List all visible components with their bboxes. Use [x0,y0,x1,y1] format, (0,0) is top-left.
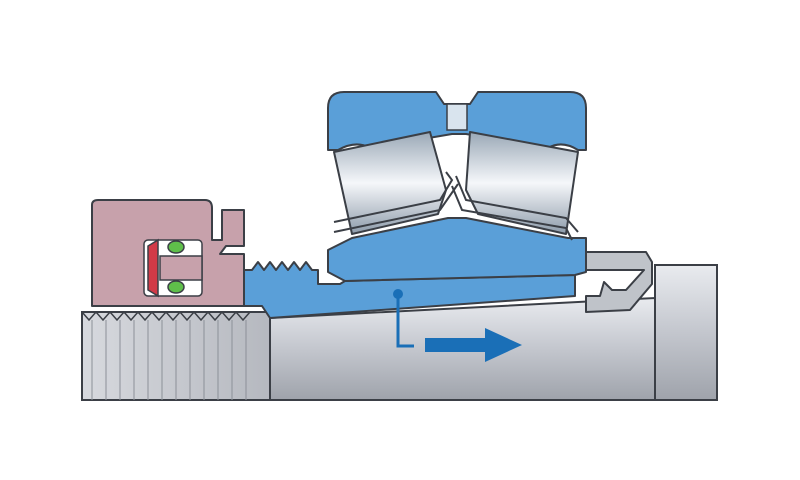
piston [159,255,203,281]
roller-right [465,131,579,235]
bearing-inner-ring [327,217,587,282]
drive-direction-arrow [425,328,522,362]
o-ring-bottom [167,280,185,294]
stop-ring [585,251,653,313]
bearing-outer-ring [327,91,587,151]
hydraulic-nut [91,199,245,307]
red-seal-ring [147,238,159,298]
adapter-sleeve [243,261,576,319]
oil-injection-point [393,289,414,348]
o-ring-top [167,240,185,254]
roller-left [333,131,447,235]
spherical-rollers [333,131,579,235]
cage [333,171,579,241]
lubrication-groove [446,103,468,131]
shaft-thread-lines [91,320,247,400]
